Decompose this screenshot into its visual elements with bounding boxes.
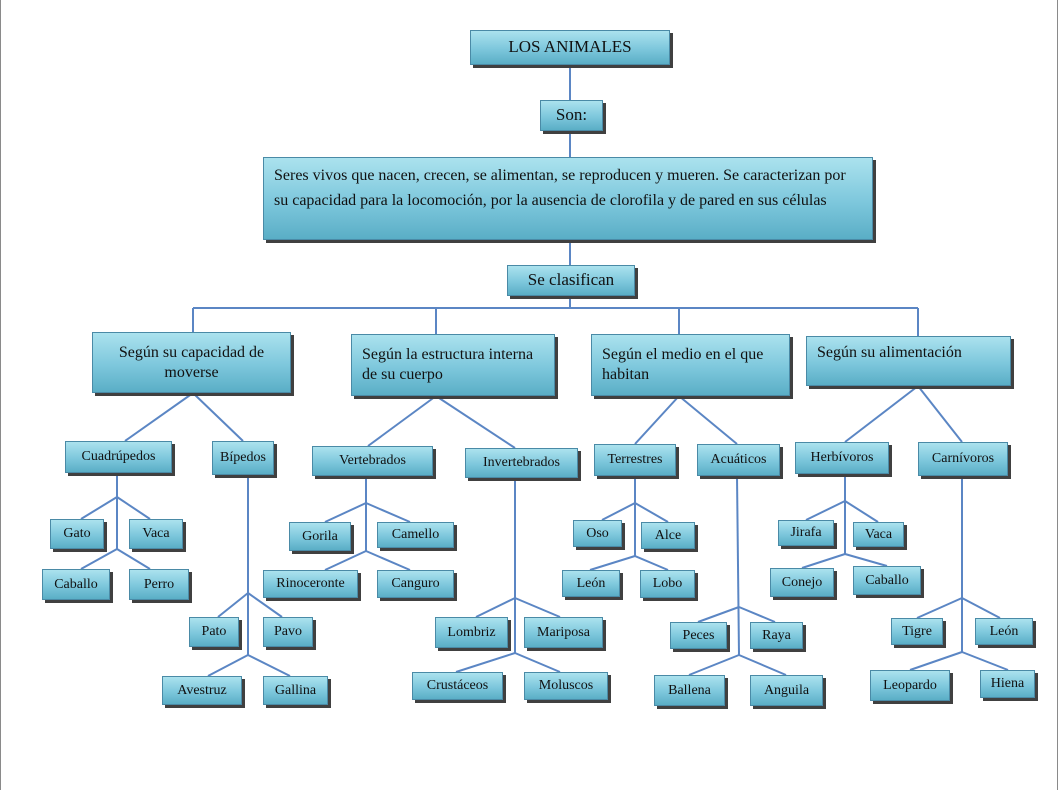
example-pavo: Pavo — [263, 617, 313, 647]
example-oso: Oso — [573, 520, 622, 547]
example-raya: Raya — [750, 622, 803, 649]
example-perro: Perro — [129, 569, 189, 600]
example-caballo-herbivoro: Caballo — [853, 566, 921, 595]
example-gallina: Gallina — [263, 676, 328, 705]
example-vaca-herbivoro: Vaca — [853, 522, 904, 547]
title-box: LOS ANIMALES — [470, 30, 670, 65]
se-clasifican-box: Se clasifican — [507, 265, 635, 296]
example-anguila: Anguila — [750, 675, 823, 706]
criterion-estructura: Según la estructura interna de su cuerpo — [351, 334, 555, 396]
example-pato: Pato — [189, 617, 239, 647]
example-rinoceronte: Rinoceronte — [263, 570, 358, 598]
example-moluscos: Moluscos — [524, 672, 608, 700]
example-alce: Alce — [641, 522, 695, 549]
group-acuaticos: Acuáticos — [697, 444, 780, 476]
example-camello: Camello — [377, 522, 454, 548]
criterion-medio: Según el medio en el que habitan — [591, 334, 790, 396]
example-leopardo: Leopardo — [870, 670, 950, 701]
group-invertebrados: Invertebrados — [465, 448, 578, 478]
example-tigre: Tigre — [891, 618, 943, 645]
example-lobo: Lobo — [640, 570, 695, 598]
example-vaca: Vaca — [129, 519, 183, 549]
example-ballena: Ballena — [654, 675, 725, 706]
definition-box: Seres vivos que nacen, crecen, se alimen… — [263, 157, 873, 240]
example-gato: Gato — [50, 519, 104, 549]
example-lombriz: Lombriz — [435, 617, 508, 648]
example-leon-carnivoro: León — [975, 618, 1033, 645]
example-gorila: Gorila — [289, 522, 351, 551]
group-cuadrupedos: Cuadrúpedos — [65, 441, 172, 473]
son-box: Son: — [540, 100, 603, 131]
example-peces: Peces — [670, 622, 727, 649]
example-hiena: Hiena — [980, 670, 1035, 698]
example-crustaceos: Crustáceos — [412, 672, 503, 700]
example-caballo: Caballo — [42, 569, 110, 600]
group-vertebrados: Vertebrados — [312, 446, 433, 476]
example-avestruz: Avestruz — [162, 676, 242, 705]
example-mariposa: Mariposa — [524, 617, 603, 648]
example-conejo: Conejo — [770, 568, 834, 597]
criterion-alimentacion: Según su alimentación — [806, 336, 1011, 386]
group-carnivoros: Carnívoros — [918, 442, 1008, 476]
criterion-movimiento: Según su capacidad de moverse — [92, 332, 291, 393]
example-leon-terrestre: León — [562, 570, 620, 597]
example-canguro: Canguro — [377, 570, 454, 598]
group-terrestres: Terrestres — [594, 444, 676, 476]
group-herbivoros: Herbívoros — [795, 442, 889, 474]
group-bipedos: Bípedos — [212, 441, 274, 475]
example-jirafa: Jirafa — [778, 520, 834, 546]
